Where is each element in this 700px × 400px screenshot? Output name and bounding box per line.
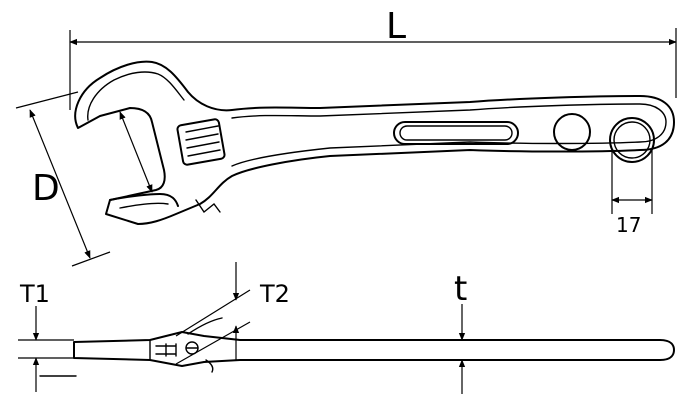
worm-screw [176,118,226,166]
handle-slot-inner [399,125,513,141]
side-handle-outline [73,331,675,367]
hole-size-label: 17 [616,213,641,237]
jaw-capacity-label: D [32,168,60,209]
twelve-point-hole [609,117,655,163]
fixed-jaw-inner [87,71,185,121]
head-thickness-1-label: T1 [19,280,50,308]
handle-thickness-dimension: t [454,269,467,394]
head-thickness-2-dimension: T2 [175,262,290,365]
movable-jaw [109,193,179,207]
handle-slot [393,121,519,145]
head-thickness-1-dimension: T1 [18,280,74,392]
hanging-hole [553,113,591,151]
side-head-detail [149,339,177,361]
fixed-jaw-outline [74,60,675,225]
wrench-side-view [39,317,675,377]
movable-jaw-detail [119,199,221,214]
hole-size-dimension: 17 [611,150,653,237]
handle-thickness-label: t [454,269,467,309]
length-label: L [386,6,406,47]
handle-inner-contour [231,103,667,167]
head-thickness-2-label: T2 [259,280,290,308]
length-dimension: L [69,6,677,110]
jaw-capacity-dimension: D [15,91,153,267]
wrench-top-view [74,60,675,225]
